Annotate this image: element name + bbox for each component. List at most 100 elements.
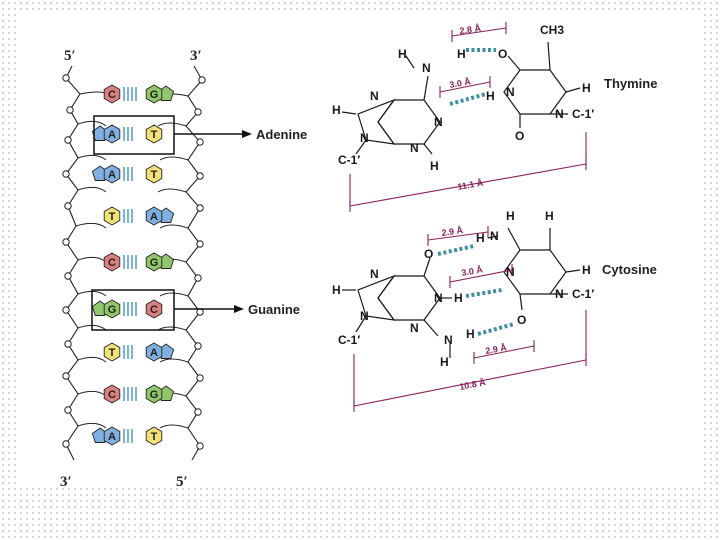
cytosine-nh-bond [487, 235, 499, 239]
adenine-thymine-structure [341, 41, 581, 155]
strand-label-top-right: 3′ [190, 48, 202, 64]
thymine-label: Thymine [604, 76, 657, 91]
adenine-amino-bond [423, 75, 429, 101]
base-g-letter: G [150, 389, 159, 401]
cytosine-h-right [565, 269, 581, 273]
base-c-letter: C [108, 89, 116, 101]
base-c-ring6 [103, 384, 121, 404]
dna-base-pairing-diagram: 5′ 3′ 3′ 5′ [60, 22, 657, 488]
base-t-letter: T [151, 129, 158, 141]
adenine-highlight-box [93, 115, 175, 155]
atom-n: N [422, 61, 431, 75]
guanine-cytosine-atoms: O N H N H N N C-1′ N H H H H N H H N N O… [332, 209, 657, 369]
atom-ch3: CH3 [540, 23, 564, 37]
base-t-letter: T [109, 211, 116, 223]
right-backbone [185, 65, 203, 461]
adenine-arrow-head [242, 130, 252, 138]
at-distance-2: 3.0 Å [449, 76, 472, 90]
base-g-letter: G [150, 257, 159, 269]
at-hydrogen-bonds [449, 48, 496, 106]
atom-h: H [476, 231, 485, 245]
base-c-ring6 [103, 84, 121, 104]
gc-distance-2: 3.0 Å [461, 264, 484, 278]
base-a-letter: A [150, 211, 158, 223]
atom-n: N [490, 229, 499, 243]
adenine-six-ring [377, 99, 441, 145]
base-c-letter: C [150, 304, 158, 316]
sugar-curves [75, 91, 189, 429]
dna-ladder: 5′ 3′ 3′ 5′ [60, 48, 307, 488]
atom-h: H [582, 81, 591, 95]
atom-h: H [398, 47, 407, 61]
atom-h: H [454, 291, 463, 305]
base-t-letter: T [151, 431, 158, 443]
adenine-nh-bond [405, 55, 415, 69]
base-a-letter: A [108, 169, 116, 181]
backbone-phosphates [62, 74, 206, 450]
atom-n: N [370, 267, 379, 281]
base-g-letter: G [150, 89, 159, 101]
adenine-c1-bond [355, 139, 367, 155]
base-a-letter: A [108, 431, 116, 443]
guanine-highlight-box [91, 289, 175, 331]
base-t-ring6 [103, 342, 121, 362]
atom-n: N [506, 265, 515, 279]
atom-h: H [440, 355, 449, 369]
adenine-five-ring [357, 98, 396, 145]
guanine-cytosine-structure [342, 227, 581, 358]
strand-label-top-left: 5′ [64, 48, 76, 64]
gc-distance-1: 2.9 Å [441, 225, 464, 238]
at-distance-total: 11.1 Å [457, 178, 485, 192]
base-g-ring6 [145, 84, 163, 104]
base-g-ring6 [103, 299, 121, 319]
atom-c1: C-1′ [338, 333, 360, 347]
atom-n: N [360, 309, 369, 323]
base-a-ring6 [103, 124, 121, 144]
atom-n: N [410, 321, 419, 335]
atom-h: H [332, 103, 341, 117]
base-c-ring6 [145, 299, 163, 319]
base-c-letter: C [108, 257, 116, 269]
adenine-ch-bond [341, 111, 357, 115]
atom-n: N [370, 89, 379, 103]
base-a-ring6 [145, 342, 163, 362]
base-t-ring6 [145, 124, 163, 144]
figure-panel: 5′ 3′ 3′ 5′ [20, 14, 700, 488]
base-t-letter: T [151, 169, 158, 181]
atom-h: H [486, 89, 495, 103]
guanine-amino-bond [423, 319, 439, 337]
atom-n: N [434, 291, 443, 305]
cytosine-carbonyl [519, 293, 523, 311]
thymine-carbonyl-top [507, 55, 521, 71]
left-backbone [65, 65, 81, 461]
gc-hydrogen-bonds [437, 244, 515, 336]
base-a-letter: A [108, 129, 116, 141]
atom-n: N [444, 333, 453, 347]
atom-c1: C-1′ [572, 287, 594, 301]
atom-h: H [430, 159, 439, 173]
atom-o: O [517, 313, 526, 327]
atom-h: H [506, 209, 515, 223]
atom-n: N [410, 141, 419, 155]
guanine-arrow-head [234, 305, 244, 313]
atom-n: N [555, 107, 564, 121]
guanine-carbonyl [423, 257, 431, 277]
atom-h: H [582, 263, 591, 277]
at-dimensions [349, 22, 587, 212]
thymine-methyl-bond [547, 41, 551, 71]
guanine-five-ring [357, 274, 396, 321]
atom-c1: C-1′ [338, 153, 360, 167]
base-t-ring6 [145, 164, 163, 184]
cytosine-amino-bond [507, 227, 521, 251]
atom-n: N [434, 115, 443, 129]
base-t-letter: T [109, 347, 116, 359]
